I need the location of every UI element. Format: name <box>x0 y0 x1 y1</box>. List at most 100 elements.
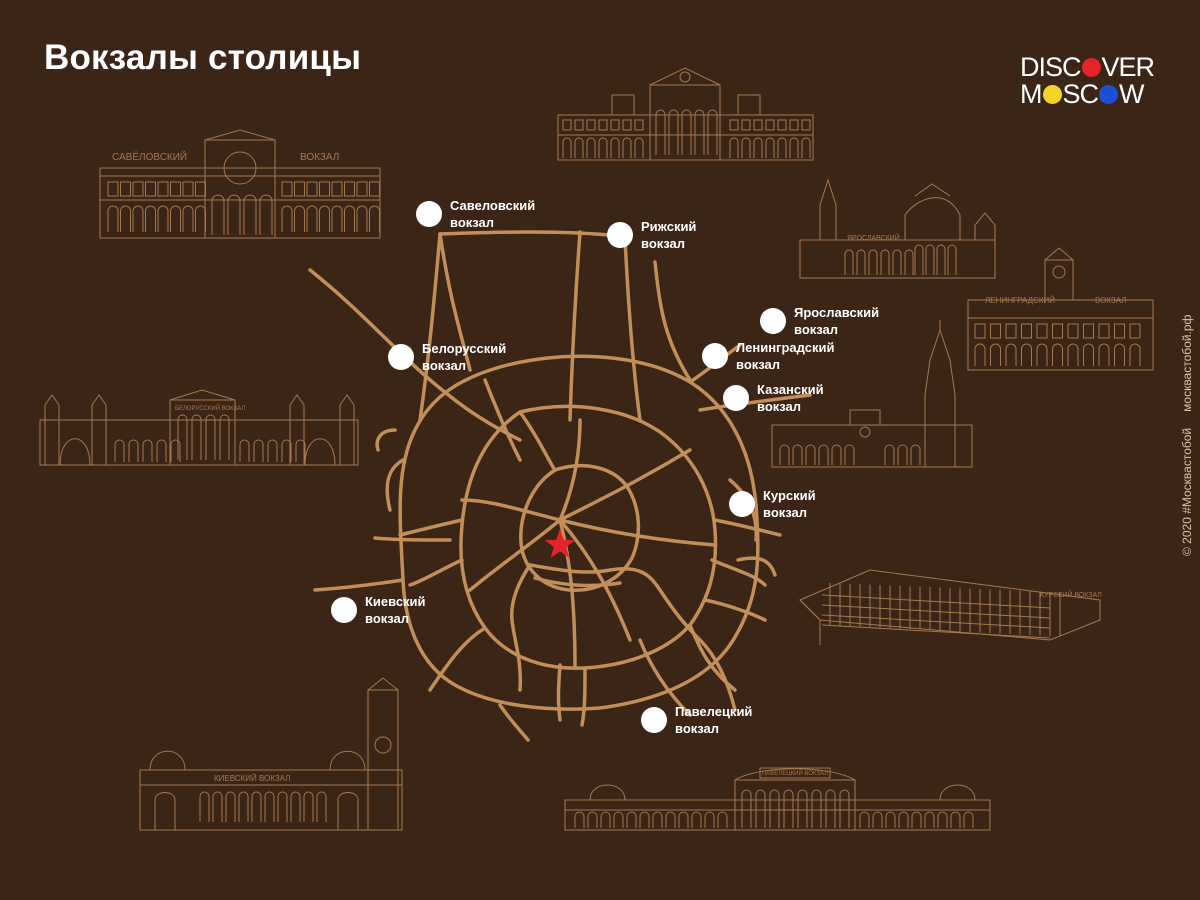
station-label: Ярославский <box>794 305 879 320</box>
station-yaroslavsky[interactable]: Ярославский вокзал <box>760 305 879 337</box>
road-segment <box>703 598 767 622</box>
station-label: вокзал <box>675 721 719 736</box>
road-segment <box>510 563 532 692</box>
road-segment <box>518 410 557 472</box>
road-segment <box>533 576 622 588</box>
road-segment <box>460 498 562 522</box>
leningradsky-sign: ЛЕНИНГРАДСКИЙ <box>985 296 1055 305</box>
site-link[interactable]: москвастобой.рф <box>1180 314 1194 412</box>
station-marker-icon[interactable] <box>388 344 414 370</box>
station-label: Павелецкий <box>675 704 752 719</box>
paveletsky-building: ПАВЕЛЕЦКИЙ ВОКЗАЛ <box>564 767 991 831</box>
road-segment <box>736 556 777 577</box>
station-marker-icon[interactable] <box>729 491 755 517</box>
road-segment <box>468 518 562 592</box>
station-belorussky[interactable]: Белорусский вокзал <box>388 341 506 373</box>
road-segment <box>483 378 522 462</box>
page-title: Вокзалы столицы <box>44 38 362 77</box>
copyright-text: © 2020 #Москвастобой <box>1180 427 1194 556</box>
logo-dot-yellow <box>1042 85 1062 104</box>
kremlin-marker <box>544 529 576 558</box>
road-segment <box>428 626 487 692</box>
logo-dot-red <box>1081 58 1101 77</box>
station-marker-icon[interactable] <box>723 385 749 411</box>
kursky-sign: КУРСКИЙ ВОКЗАЛ <box>1040 590 1102 599</box>
station-marker-icon[interactable] <box>331 597 357 623</box>
kursky-building: КУРСКИЙ ВОКЗАЛ <box>799 569 1102 645</box>
road-segment <box>623 236 642 422</box>
station-marker-icon[interactable] <box>416 201 442 227</box>
road-segment <box>308 268 522 442</box>
station-label: вокзал <box>794 322 838 337</box>
station-paveletsky[interactable]: Павелецкий вокзал <box>641 704 752 736</box>
station-label: Казанский <box>757 382 824 397</box>
road-segment <box>688 623 737 692</box>
road-segment <box>398 354 760 711</box>
road-segment <box>713 518 782 537</box>
station-label: вокзал <box>365 611 409 626</box>
road-segment <box>459 404 718 670</box>
station-label: вокзал <box>422 358 466 373</box>
road-segment <box>568 230 582 422</box>
kievsky-sign: КИЕВСКИЙ ВОКЗАЛ <box>214 774 290 783</box>
station-label: вокзал <box>757 399 801 414</box>
road-segment <box>556 663 562 722</box>
road-segment <box>313 578 405 592</box>
station-label: Курский <box>763 488 816 503</box>
road-segment <box>498 703 530 742</box>
logo-dot-blue <box>1099 85 1119 104</box>
road-segment <box>558 418 582 522</box>
star-icon <box>544 529 576 558</box>
kievsky-building: КИЕВСКИЙ ВОКЗАЛ <box>139 677 403 831</box>
road-segment <box>528 563 737 712</box>
road-segment <box>558 518 717 547</box>
station-kazansky[interactable]: Казанский вокзал <box>723 382 824 414</box>
kazansky-building <box>771 320 973 468</box>
station-marker-icon[interactable] <box>760 308 786 334</box>
road-segment <box>438 232 472 372</box>
yaroslavsky-sign: ЯРОСЛАВСКИЙ <box>847 233 900 242</box>
road-segment <box>398 518 464 537</box>
belorussky-sign: БЕЛОРУССКИЙ ВОКЗАЛ <box>175 404 245 412</box>
road-segment <box>519 463 641 592</box>
copyright-footer: © 2020 #Москвастобой москвастобой.рф <box>1180 315 1194 556</box>
road-segment <box>558 448 692 522</box>
station-marker-icon[interactable] <box>641 707 667 733</box>
station-marker-icon[interactable] <box>702 343 728 369</box>
station-marker-icon[interactable] <box>607 222 633 248</box>
road-segment <box>580 666 587 727</box>
road-segment <box>408 558 464 587</box>
road-segment <box>438 230 622 238</box>
station-label: вокзал <box>763 505 807 520</box>
leningradsky-sign: ВОКЗАЛ <box>1095 296 1126 305</box>
road-segment <box>653 260 692 382</box>
leningradsky-building <box>557 67 814 161</box>
road-segment <box>558 518 577 670</box>
road-segment <box>710 558 767 587</box>
road-segment <box>375 428 397 452</box>
road-segment <box>418 232 442 422</box>
road-segment <box>558 518 632 642</box>
station-label: вокзал <box>450 215 494 230</box>
paveletsky-sign: ПАВЕЛЕЦКИЙ ВОКЗАЛ <box>762 769 828 777</box>
road-network <box>308 230 812 742</box>
station-label: Белорусский <box>422 341 506 356</box>
road-segment <box>385 458 405 512</box>
leningradsky-side-building: ЛЕНИНГРАДСКИЙ ВОКЗАЛ <box>967 247 1154 371</box>
station-kursky[interactable]: Курский вокзал <box>729 488 816 520</box>
station-label: Рижский <box>641 219 696 234</box>
road-segment <box>373 536 452 542</box>
belorussky-building: БЕЛОРУССКИЙ ВОКЗАЛ <box>39 389 359 466</box>
station-label: Ленинградский <box>736 340 834 355</box>
